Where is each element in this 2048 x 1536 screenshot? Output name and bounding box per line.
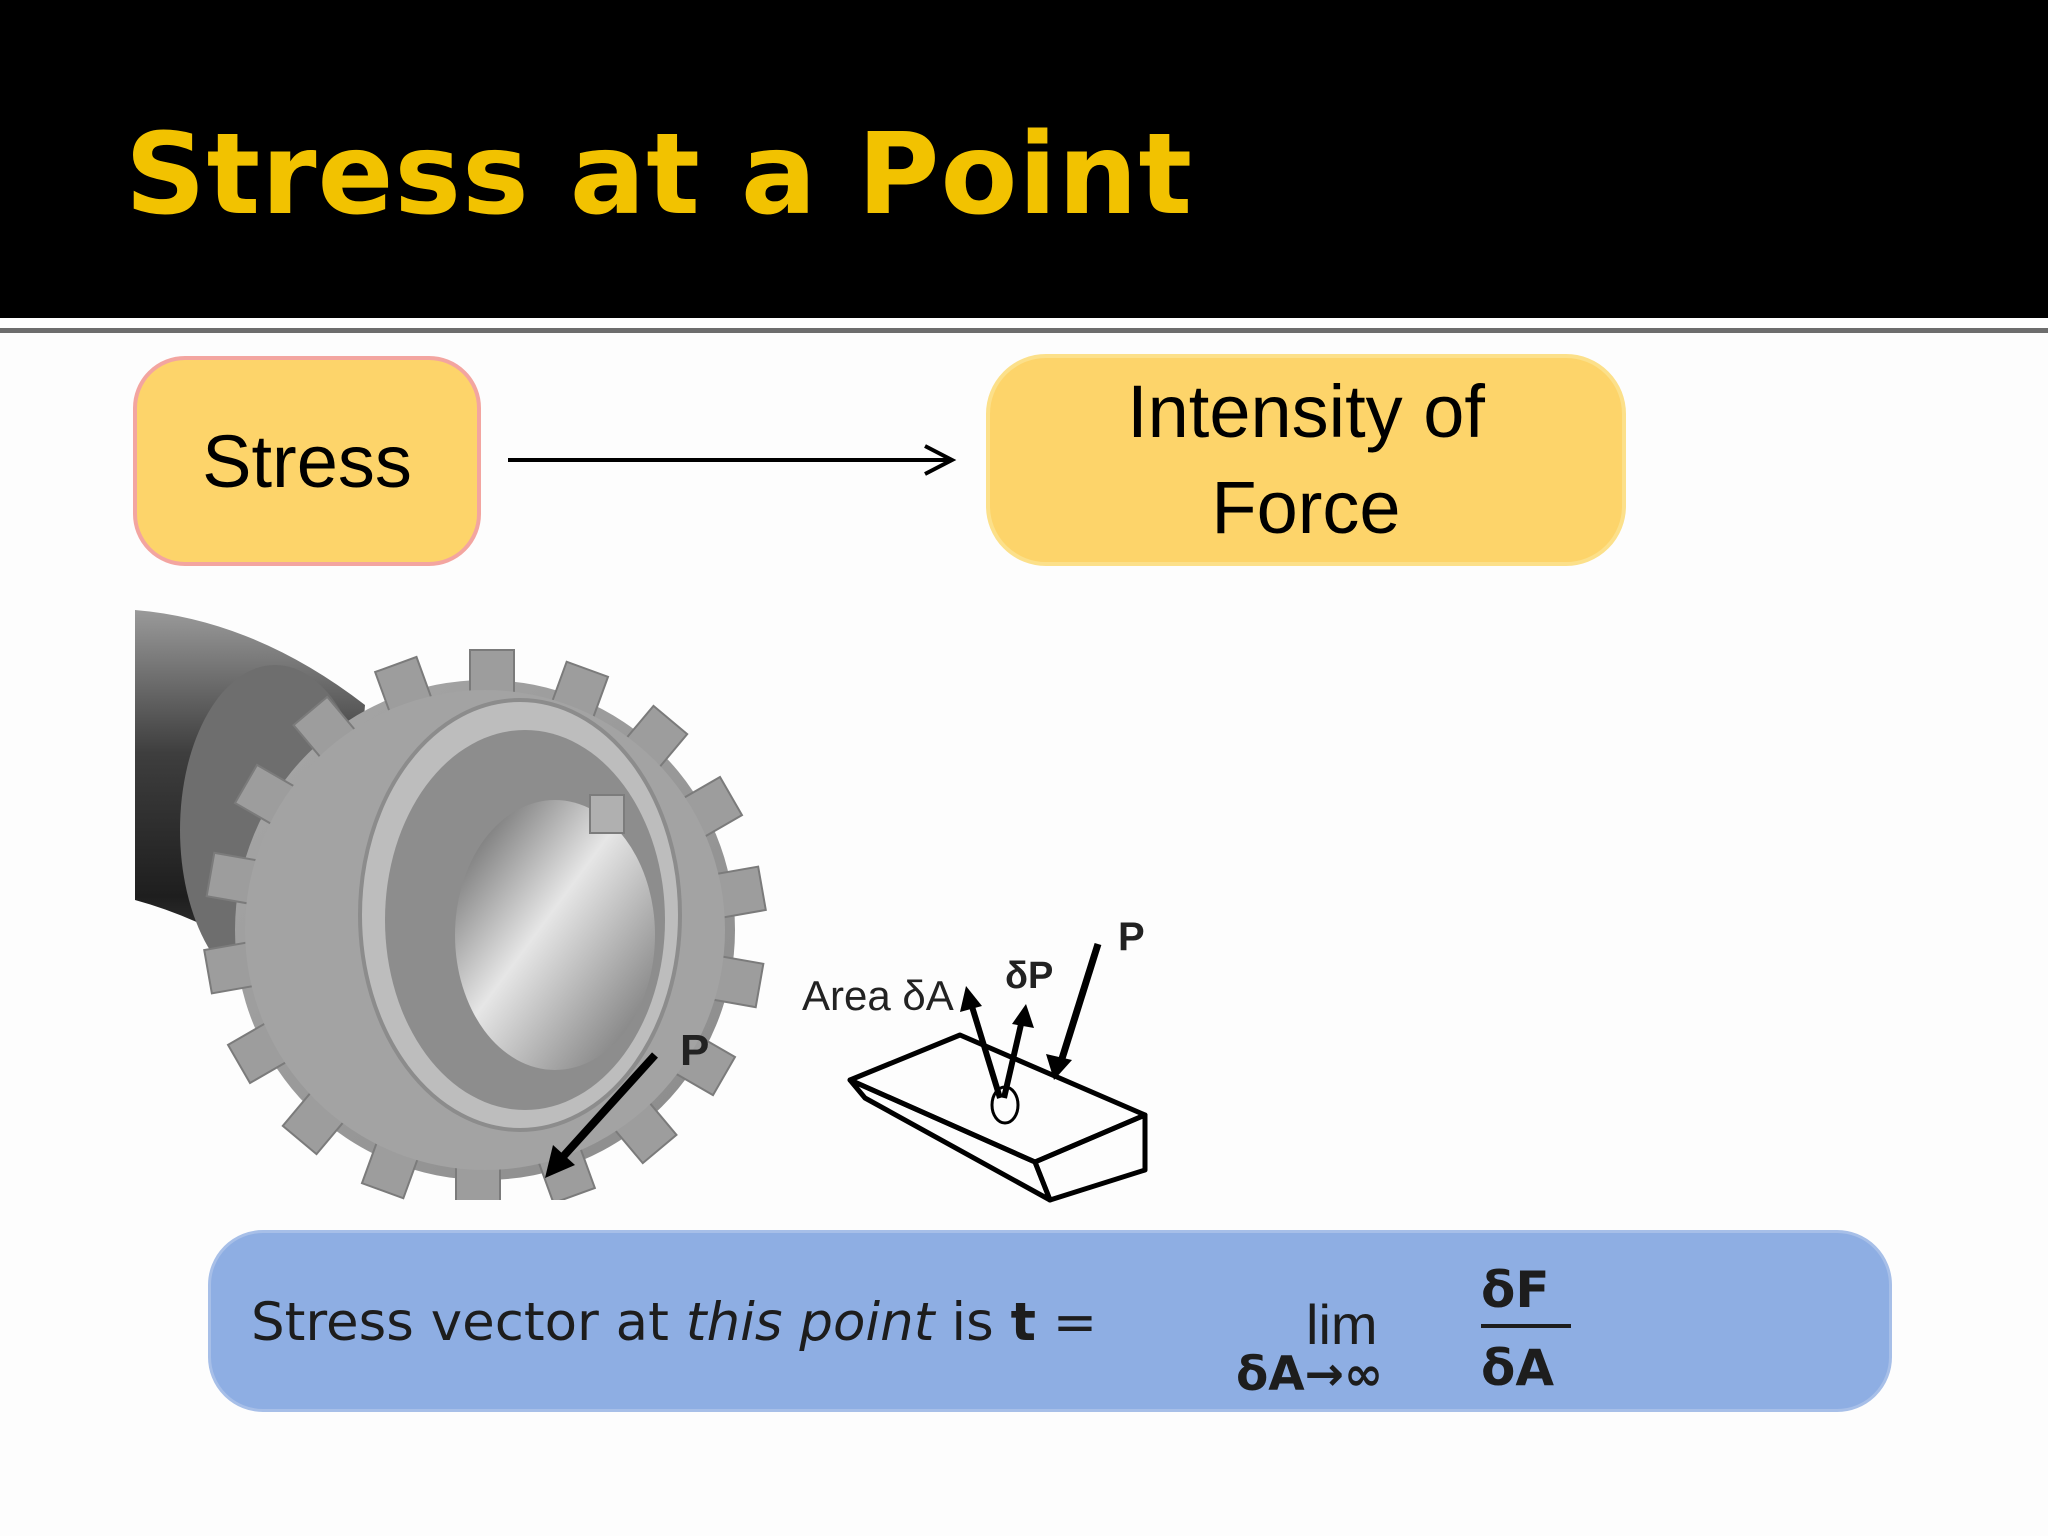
fraction-bar xyxy=(1481,1324,1571,1328)
element-load-label: P xyxy=(1118,915,1145,959)
equation-equals: = xyxy=(1035,1292,1098,1353)
stress-term-label: Stress xyxy=(202,419,412,503)
fraction-denominator: δA xyxy=(1481,1339,1555,1397)
definition-line-2: Force xyxy=(1211,466,1401,549)
force-increment-arrows xyxy=(960,942,1102,1099)
stress-term-box: Stress xyxy=(133,356,481,566)
fraction-numerator: δF xyxy=(1481,1261,1550,1319)
area-element-illustration: Area δA δP P xyxy=(802,915,1148,1203)
header-divider-line xyxy=(0,328,2048,333)
equation-sentence: Stress vector at this point is t = xyxy=(251,1291,1097,1355)
area-label: Area δA xyxy=(802,972,954,1019)
gear-load-label: P xyxy=(680,1026,709,1075)
header-divider xyxy=(0,318,2048,328)
limit-condition: δA→∞ xyxy=(1236,1347,1384,1402)
prism-element xyxy=(847,1032,1148,1203)
definition-box: Intensity of Force xyxy=(986,354,1626,566)
gear-shaft-illustration: P xyxy=(135,610,767,1200)
limit-operator: lim xyxy=(1306,1293,1378,1356)
equation-symbol-t: t xyxy=(1010,1292,1036,1353)
equation-italic-text: this point xyxy=(685,1292,935,1353)
definition-arrow xyxy=(508,444,957,476)
force-increment-label: δP xyxy=(1005,955,1053,997)
equation-is-text: is xyxy=(934,1292,1011,1353)
gear xyxy=(203,649,767,1200)
title-bar: Stress at a Point xyxy=(0,0,2048,318)
equation-lead-text: Stress vector at xyxy=(251,1292,686,1353)
gear-load-arrow xyxy=(545,1052,658,1178)
stress-vector-equation-box: Stress vector at this point is t = lim δ… xyxy=(208,1230,1892,1412)
slide-title: Stress at a Point xyxy=(125,110,1194,240)
definition-line-1: Intensity of xyxy=(1127,370,1485,453)
